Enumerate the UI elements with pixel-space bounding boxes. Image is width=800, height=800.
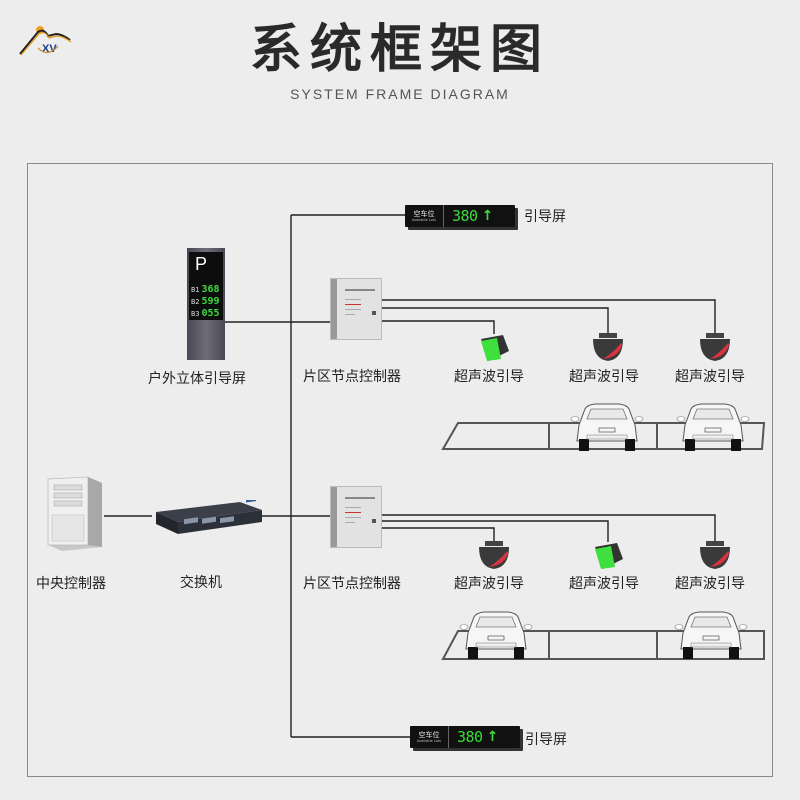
guide-screen-top-label: 引导屏 xyxy=(524,209,566,225)
guide-screen-bottom: 空车位 Available Lots 380 ↑ xyxy=(410,726,520,748)
zone-controller-1-label: 片区节点控制器 xyxy=(303,369,401,385)
ultrasonic-sensor-red-icon xyxy=(479,541,509,569)
wire-c1-s3 xyxy=(382,299,716,334)
floor-count: 055 xyxy=(201,308,220,319)
sensor-label: 超声波引导 xyxy=(569,576,639,592)
wire-c1-s2 xyxy=(382,307,609,334)
wire-c2-s2 xyxy=(382,520,609,542)
available-count: 380 xyxy=(457,728,483,746)
outdoor-screen-label: 户外立体引导屏 xyxy=(148,371,246,387)
zone-controller-2-label: 片区节点控制器 xyxy=(303,576,401,592)
screen-en-label: Available Lots xyxy=(416,739,442,743)
floor-count: 368 xyxy=(201,284,220,295)
available-count: 380 xyxy=(452,207,478,225)
floor-label: B1 xyxy=(191,286,200,294)
car-icon xyxy=(459,611,533,660)
diagram-frame xyxy=(27,163,773,777)
arrow-up-icon: ↑ xyxy=(481,208,494,224)
floor-label: B2 xyxy=(191,298,200,306)
sensor-label: 超声波引导 xyxy=(675,369,745,385)
zone-controller-box xyxy=(330,486,382,548)
guide-screen-bottom-label: 引导屏 xyxy=(525,732,567,748)
page-title: 系统框架图 xyxy=(249,20,550,80)
sensor-label: 超声波引导 xyxy=(569,369,639,385)
parking-row-2 xyxy=(441,630,765,660)
car-icon xyxy=(676,403,750,452)
ultrasonic-sensor-red-icon xyxy=(700,541,730,569)
switch-label: 交换机 xyxy=(180,575,222,591)
network-switch-icon xyxy=(156,500,262,534)
ultrasonic-sensor-red-icon xyxy=(700,333,730,361)
arrow-up-icon: ↑ xyxy=(486,729,499,745)
mountain-sun-logo-icon: XV xyxy=(19,26,72,56)
screen-cn-label: 空车位 xyxy=(418,731,440,739)
floor-label: B3 xyxy=(191,310,200,318)
guide-screen-top: 空车位 Available Lots 380 ↑ xyxy=(405,205,515,227)
screen-cn-label: 空车位 xyxy=(413,210,435,218)
sensor-label: 超声波引导 xyxy=(454,369,524,385)
ultrasonic-sensor-green-icon xyxy=(595,543,623,569)
zone-controller-box xyxy=(330,278,382,340)
page-subtitle: SYSTEM FRAME DIAGRAM xyxy=(290,86,510,102)
wire-c1-s1 xyxy=(382,320,495,334)
wire-c2-s1 xyxy=(382,527,495,542)
ultrasonic-sensor-red-icon xyxy=(593,333,623,361)
central-controller-label: 中央控制器 xyxy=(36,576,106,592)
car-icon xyxy=(674,611,748,660)
parking-p-sign: P xyxy=(195,254,208,274)
sensor-label: 超声波引导 xyxy=(454,576,524,592)
sensor-label: 超声波引导 xyxy=(675,576,745,592)
floor-count: 599 xyxy=(201,296,220,307)
car-icon xyxy=(570,403,644,452)
parking-row-1 xyxy=(441,422,766,450)
screen-en-label: Available Lots xyxy=(411,218,437,222)
ultrasonic-sensor-green-icon xyxy=(481,335,509,361)
wire-c2-s3 xyxy=(382,514,716,542)
central-server-icon xyxy=(47,476,102,551)
